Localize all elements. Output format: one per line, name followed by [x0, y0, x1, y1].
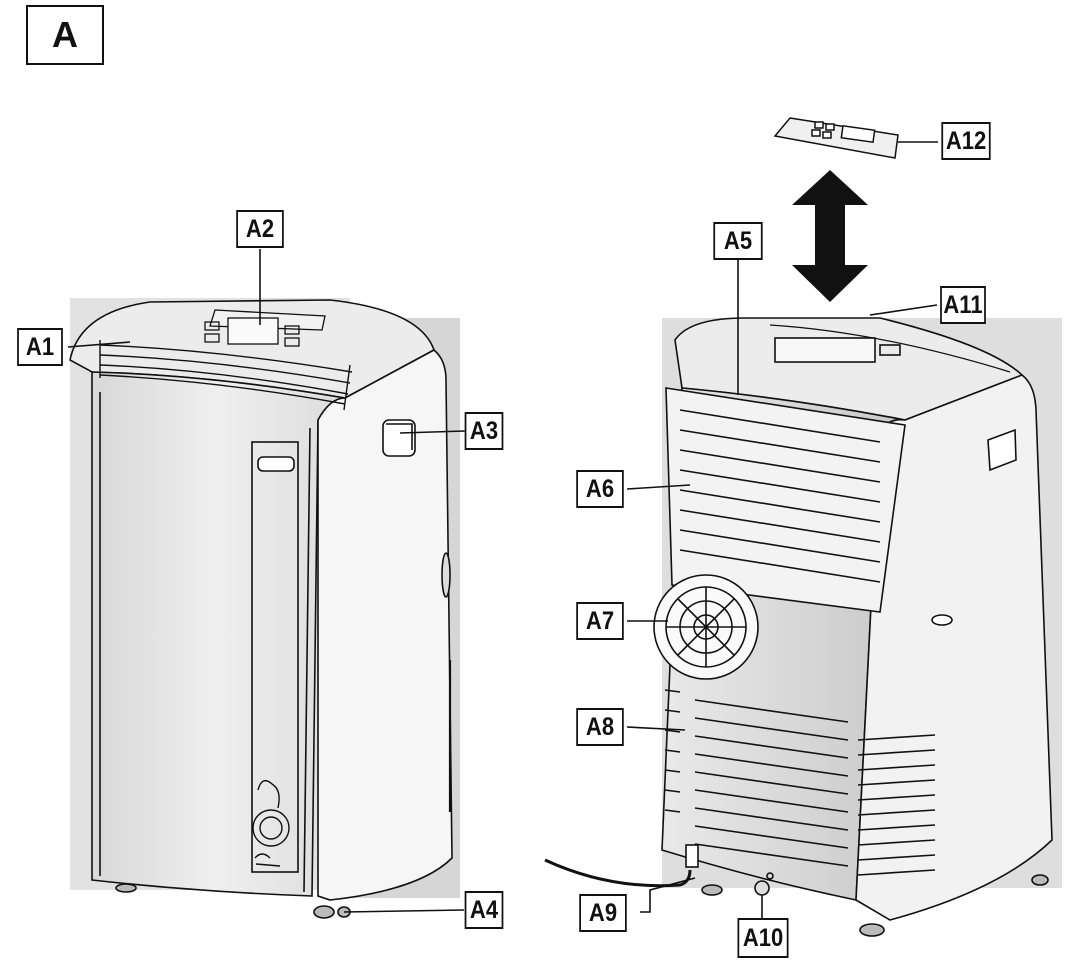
control-panel: [204, 309, 326, 347]
penguin-logo: [252, 779, 290, 867]
rear-filter-frame: [665, 387, 906, 613]
callout-a8: A8: [576, 708, 624, 746]
double-arrow-icon: [792, 170, 868, 302]
callout-a6: A6: [576, 470, 624, 508]
leader-lines: [67, 141, 938, 918]
rear-unit: [544, 317, 1062, 937]
callout-a2: A2: [236, 210, 284, 248]
callout-a11: A11: [940, 286, 986, 324]
callout-a12: A12: [941, 122, 991, 160]
callout-a5: A5: [713, 222, 763, 260]
callout-a10: A10: [737, 918, 789, 958]
front-unit: [69, 298, 460, 919]
callout-a7: A7: [576, 602, 624, 640]
top-air-grille: [99, 340, 353, 411]
remote-control: [773, 117, 899, 159]
callout-a9: A9: [579, 894, 627, 932]
callout-a3: A3: [464, 412, 504, 450]
exhaust-fan: [653, 574, 759, 680]
callout-a4: A4: [464, 891, 504, 929]
figure-label: A: [26, 5, 104, 65]
callout-a1: A1: [17, 328, 63, 366]
lower-air-grille: [664, 689, 936, 876]
